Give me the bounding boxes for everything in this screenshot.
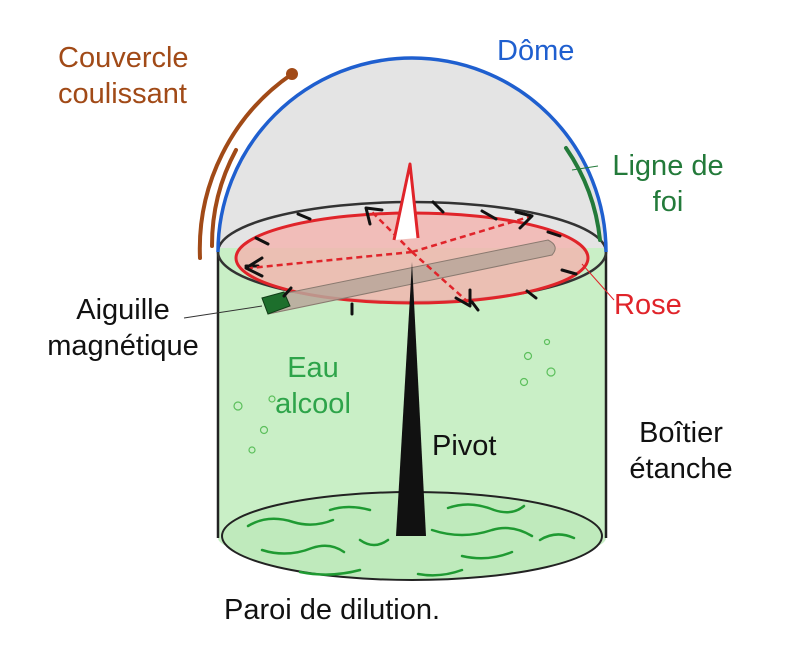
needle-tip [261, 291, 291, 315]
label-eau-alcool: Eau alcool [258, 350, 368, 422]
label-ligne-line2: foi [652, 186, 684, 218]
sliding-cover [197, 72, 294, 260]
label-ligne-de-foi: Ligne de foi [598, 148, 738, 220]
label-couvercle-line1: Couvercle [58, 42, 189, 74]
leader-ligne-de-foi [571, 165, 599, 171]
dome-outline [216, 56, 608, 253]
label-pivot: Pivot [432, 428, 496, 464]
label-eau-line1: Eau [287, 352, 339, 384]
label-paroi-de-dilution: Paroi de dilution. [224, 592, 440, 628]
label-ligne-line1: Ligne de [612, 150, 724, 182]
leader-rose [581, 263, 615, 301]
label-rose-text: Rose [614, 289, 682, 321]
label-couvercle-coulissant: Couvercle coulissant [58, 40, 189, 112]
label-rose: Rose [614, 287, 682, 323]
label-dome: Dôme [497, 33, 574, 69]
air-bubbles [233, 338, 556, 454]
label-aiguille-magnetique: Aiguille magnétique [28, 292, 218, 364]
north-pointer [392, 162, 420, 241]
dilution-squiggles [246, 503, 576, 577]
magnetic-needle [261, 239, 556, 315]
label-paroi-text: Paroi de dilution. [224, 594, 441, 626]
label-aiguille-line1: Aiguille [76, 294, 170, 326]
label-couvercle-line2: coulissant [58, 78, 187, 110]
rose-arrows [249, 211, 533, 303]
leader-aiguille [183, 305, 263, 319]
sliding-cover-inner [209, 148, 238, 248]
label-aiguille-line2: magnétique [47, 330, 199, 362]
label-eau-line2: alcool [275, 388, 351, 420]
dome-glass [218, 58, 606, 252]
label-boitier-etanche: Boîtier étanche [616, 415, 746, 487]
sliding-cover-knob [286, 68, 298, 80]
lubber-line [564, 146, 602, 242]
rose-arrowheads [244, 206, 534, 308]
pivot [396, 262, 426, 536]
label-pivot-text: Pivot [432, 430, 497, 462]
label-dome-text: Dôme [497, 35, 575, 67]
label-boitier-line1: Boîtier [639, 417, 723, 449]
label-boitier-line2: étanche [629, 453, 733, 485]
